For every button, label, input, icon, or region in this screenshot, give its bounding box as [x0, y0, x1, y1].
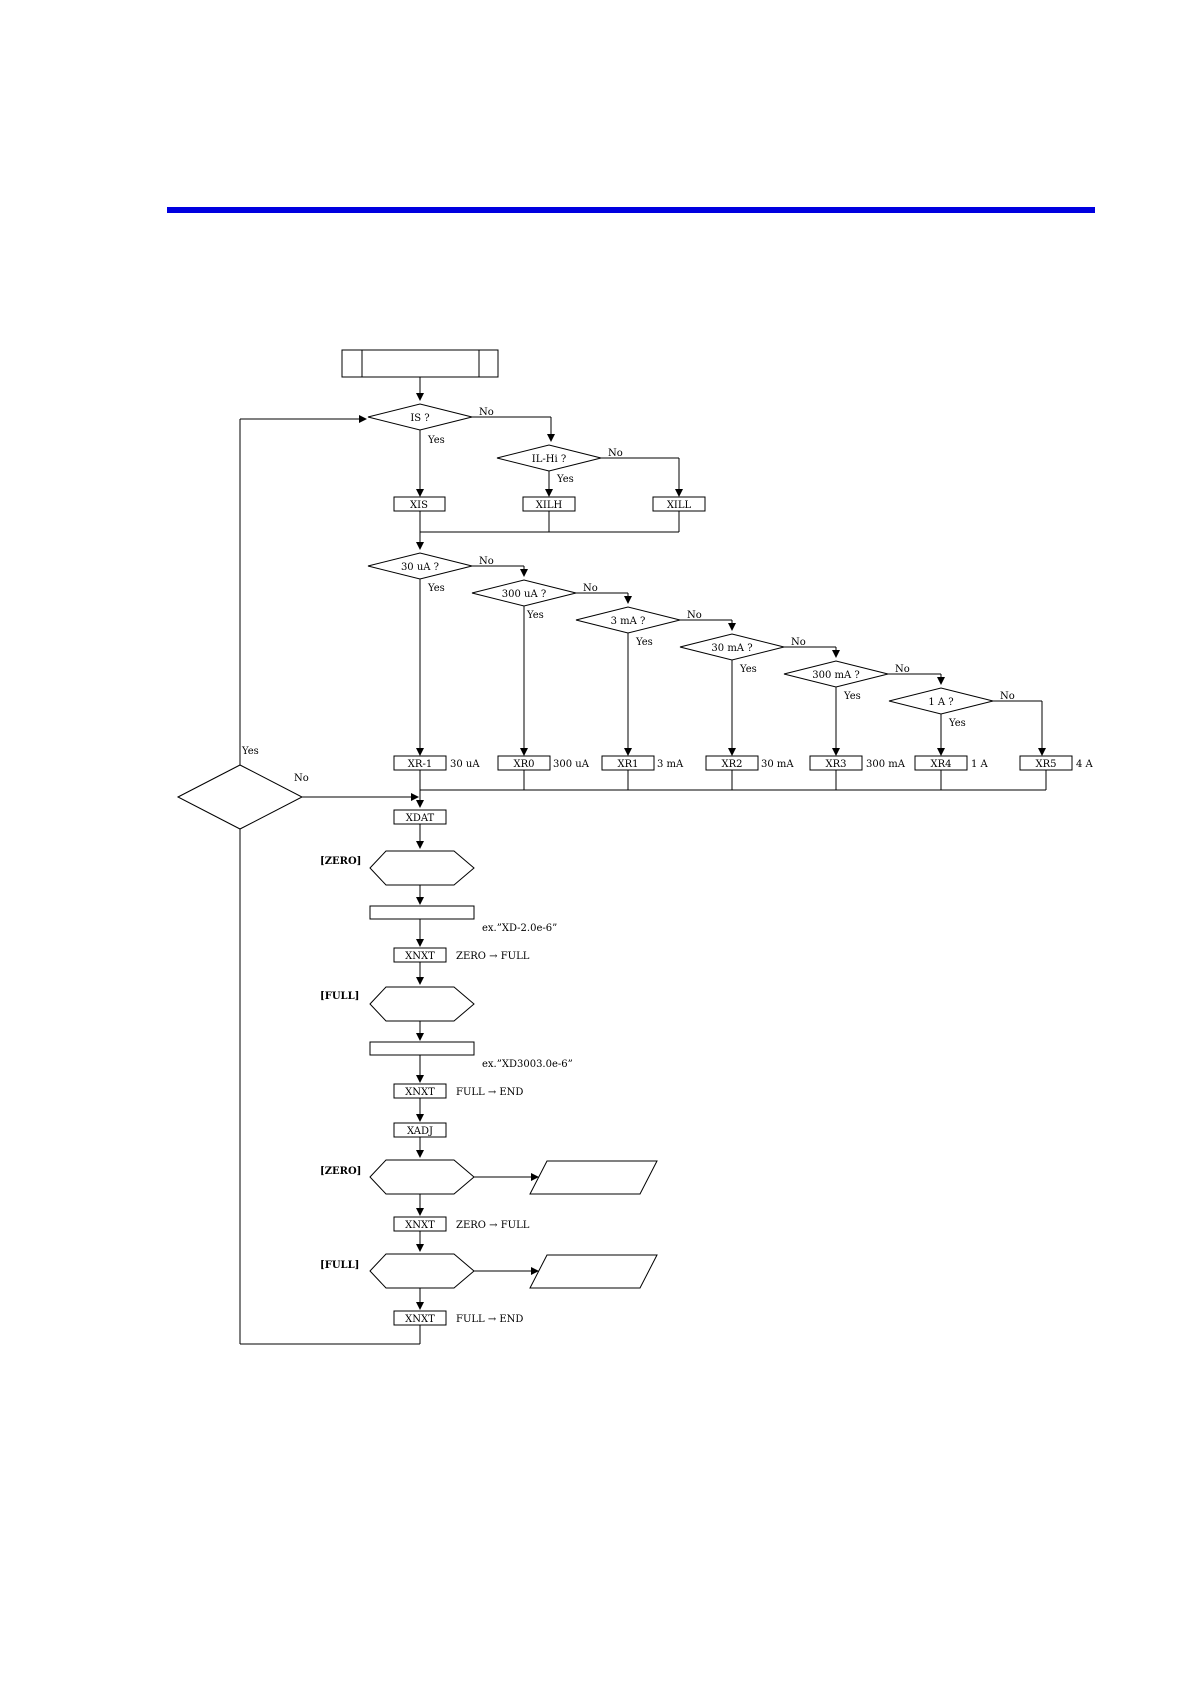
yes-label: Yes [241, 746, 259, 757]
svg-text:IS ?: IS ? [410, 413, 429, 424]
range-xr3: XR3 300 mA [809, 755, 906, 771]
svg-text:IL-Hi ?: IL-Hi ? [532, 454, 566, 465]
range-xr-1: XR-1 30 uA [393, 755, 480, 771]
range-xr1: XR1 3 mA [601, 755, 684, 771]
yes-label: Yes [526, 610, 544, 621]
svg-text:XR4: XR4 [930, 759, 951, 770]
yes-label: Yes [635, 637, 653, 648]
zero-example: ex.”XD-2.0e-6” [482, 923, 557, 934]
zero-to-full-note: ZERO → FULL [456, 951, 530, 962]
svg-text:3 mA ?: 3 mA ? [611, 616, 646, 627]
decision-repeat [176, 764, 304, 830]
decision-30ma: 30 mA ? [679, 633, 785, 661]
range-xr5: XR5 4 A [1019, 755, 1094, 771]
svg-text:XILH: XILH [536, 500, 563, 511]
svg-text:XR5: XR5 [1035, 759, 1056, 770]
no-label: No [1000, 691, 1015, 702]
full-step-label: [FULL] [320, 991, 359, 1002]
full-adjust [369, 1253, 475, 1289]
svg-text:30 mA ?: 30 mA ? [711, 643, 752, 654]
command-xnxt-full: XNXT [393, 1083, 447, 1099]
svg-text:XR2: XR2 [721, 759, 742, 770]
svg-text:XNXT: XNXT [405, 1314, 435, 1325]
svg-text:3 mA: 3 mA [657, 759, 684, 770]
svg-text:1 A ?: 1 A ? [928, 697, 953, 708]
yes-label: Yes [948, 718, 966, 729]
yes-label: Yes [843, 691, 861, 702]
decision-300ma: 300 mA ? [783, 660, 889, 688]
no-label: No [479, 407, 494, 418]
command-xis: XIS [393, 496, 446, 512]
svg-text:XR-1: XR-1 [408, 759, 432, 770]
full-preparation [369, 986, 475, 1022]
decision-is: IS ? [367, 403, 473, 431]
svg-text:30 mA: 30 mA [761, 759, 794, 770]
start-box [341, 349, 499, 378]
command-xnxt-zero-adjust: XNXT [393, 1216, 447, 1232]
svg-text:300 mA ?: 300 mA ? [812, 670, 860, 681]
zero-adjust [369, 1159, 475, 1195]
no-label: No [294, 773, 309, 784]
decision-300ua: 300 uA ? [471, 579, 577, 607]
range-xr4: XR4 1 A [914, 755, 989, 771]
svg-text:XR0: XR0 [513, 759, 534, 770]
svg-text:XNXT: XNXT [405, 1087, 435, 1098]
full-adjust-label: [FULL] [320, 1260, 359, 1271]
range-xr0: XR0 300 uA [497, 755, 590, 771]
command-xnxt-zero: XNXT [393, 947, 447, 963]
yes-label: Yes [427, 583, 445, 594]
no-label: No [608, 448, 623, 459]
yes-label: Yes [556, 474, 574, 485]
zero-preparation [369, 850, 475, 886]
decision-30ua: 30 uA ? [367, 552, 473, 580]
full-data-input [369, 1041, 475, 1056]
command-xilh: XILH [522, 496, 576, 512]
decision-3ma: 3 mA ? [575, 606, 681, 634]
yes-label: Yes [739, 664, 757, 675]
zero-adjust-output [529, 1160, 658, 1195]
range-xr2: XR2 30 mA [705, 755, 794, 771]
svg-text:4 A: 4 A [1076, 759, 1094, 770]
svg-text:30 uA ?: 30 uA ? [401, 562, 439, 573]
full-adjust-output [529, 1254, 658, 1289]
decision-il-hi: IL-Hi ? [496, 444, 602, 472]
zero-data-input [369, 905, 475, 920]
svg-text:XIS: XIS [410, 500, 428, 511]
svg-text:1 A: 1 A [971, 759, 989, 770]
no-label: No [791, 637, 806, 648]
no-label: No [895, 664, 910, 675]
no-label: No [687, 610, 702, 621]
svg-text:XNXT: XNXT [405, 1220, 435, 1231]
command-xill: XILL [652, 496, 706, 512]
decision-1a: 1 A ? [888, 687, 994, 715]
svg-text:XR1: XR1 [617, 759, 638, 770]
zero-step-label: [ZERO] [320, 856, 361, 867]
command-xadj: XADJ [393, 1122, 447, 1138]
command-xnxt-full-adjust: XNXT [393, 1310, 447, 1326]
svg-text:XNXT: XNXT [405, 951, 435, 962]
no-label: No [583, 583, 598, 594]
yes-label: Yes [427, 435, 445, 446]
header-rule [167, 207, 1095, 213]
full-to-end-note: FULL → END [456, 1087, 523, 1098]
zero-adjust-label: [ZERO] [320, 1166, 361, 1177]
svg-text:XILL: XILL [667, 500, 692, 511]
svg-text:XR3: XR3 [825, 759, 846, 770]
svg-text:300 uA ?: 300 uA ? [502, 589, 546, 600]
full-to-end-note-2: FULL → END [456, 1314, 523, 1325]
svg-text:XDAT: XDAT [406, 813, 435, 824]
svg-text:300 mA: 300 mA [866, 759, 906, 770]
full-example: ex.”XD3003.0e-6” [482, 1059, 573, 1070]
svg-text:XADJ: XADJ [407, 1126, 433, 1137]
no-label: No [479, 556, 494, 567]
svg-text:30 uA: 30 uA [450, 759, 480, 770]
zero-to-full-note-2: ZERO → FULL [456, 1220, 530, 1231]
svg-text:300 uA: 300 uA [553, 759, 590, 770]
command-xdat: XDAT [393, 809, 447, 825]
